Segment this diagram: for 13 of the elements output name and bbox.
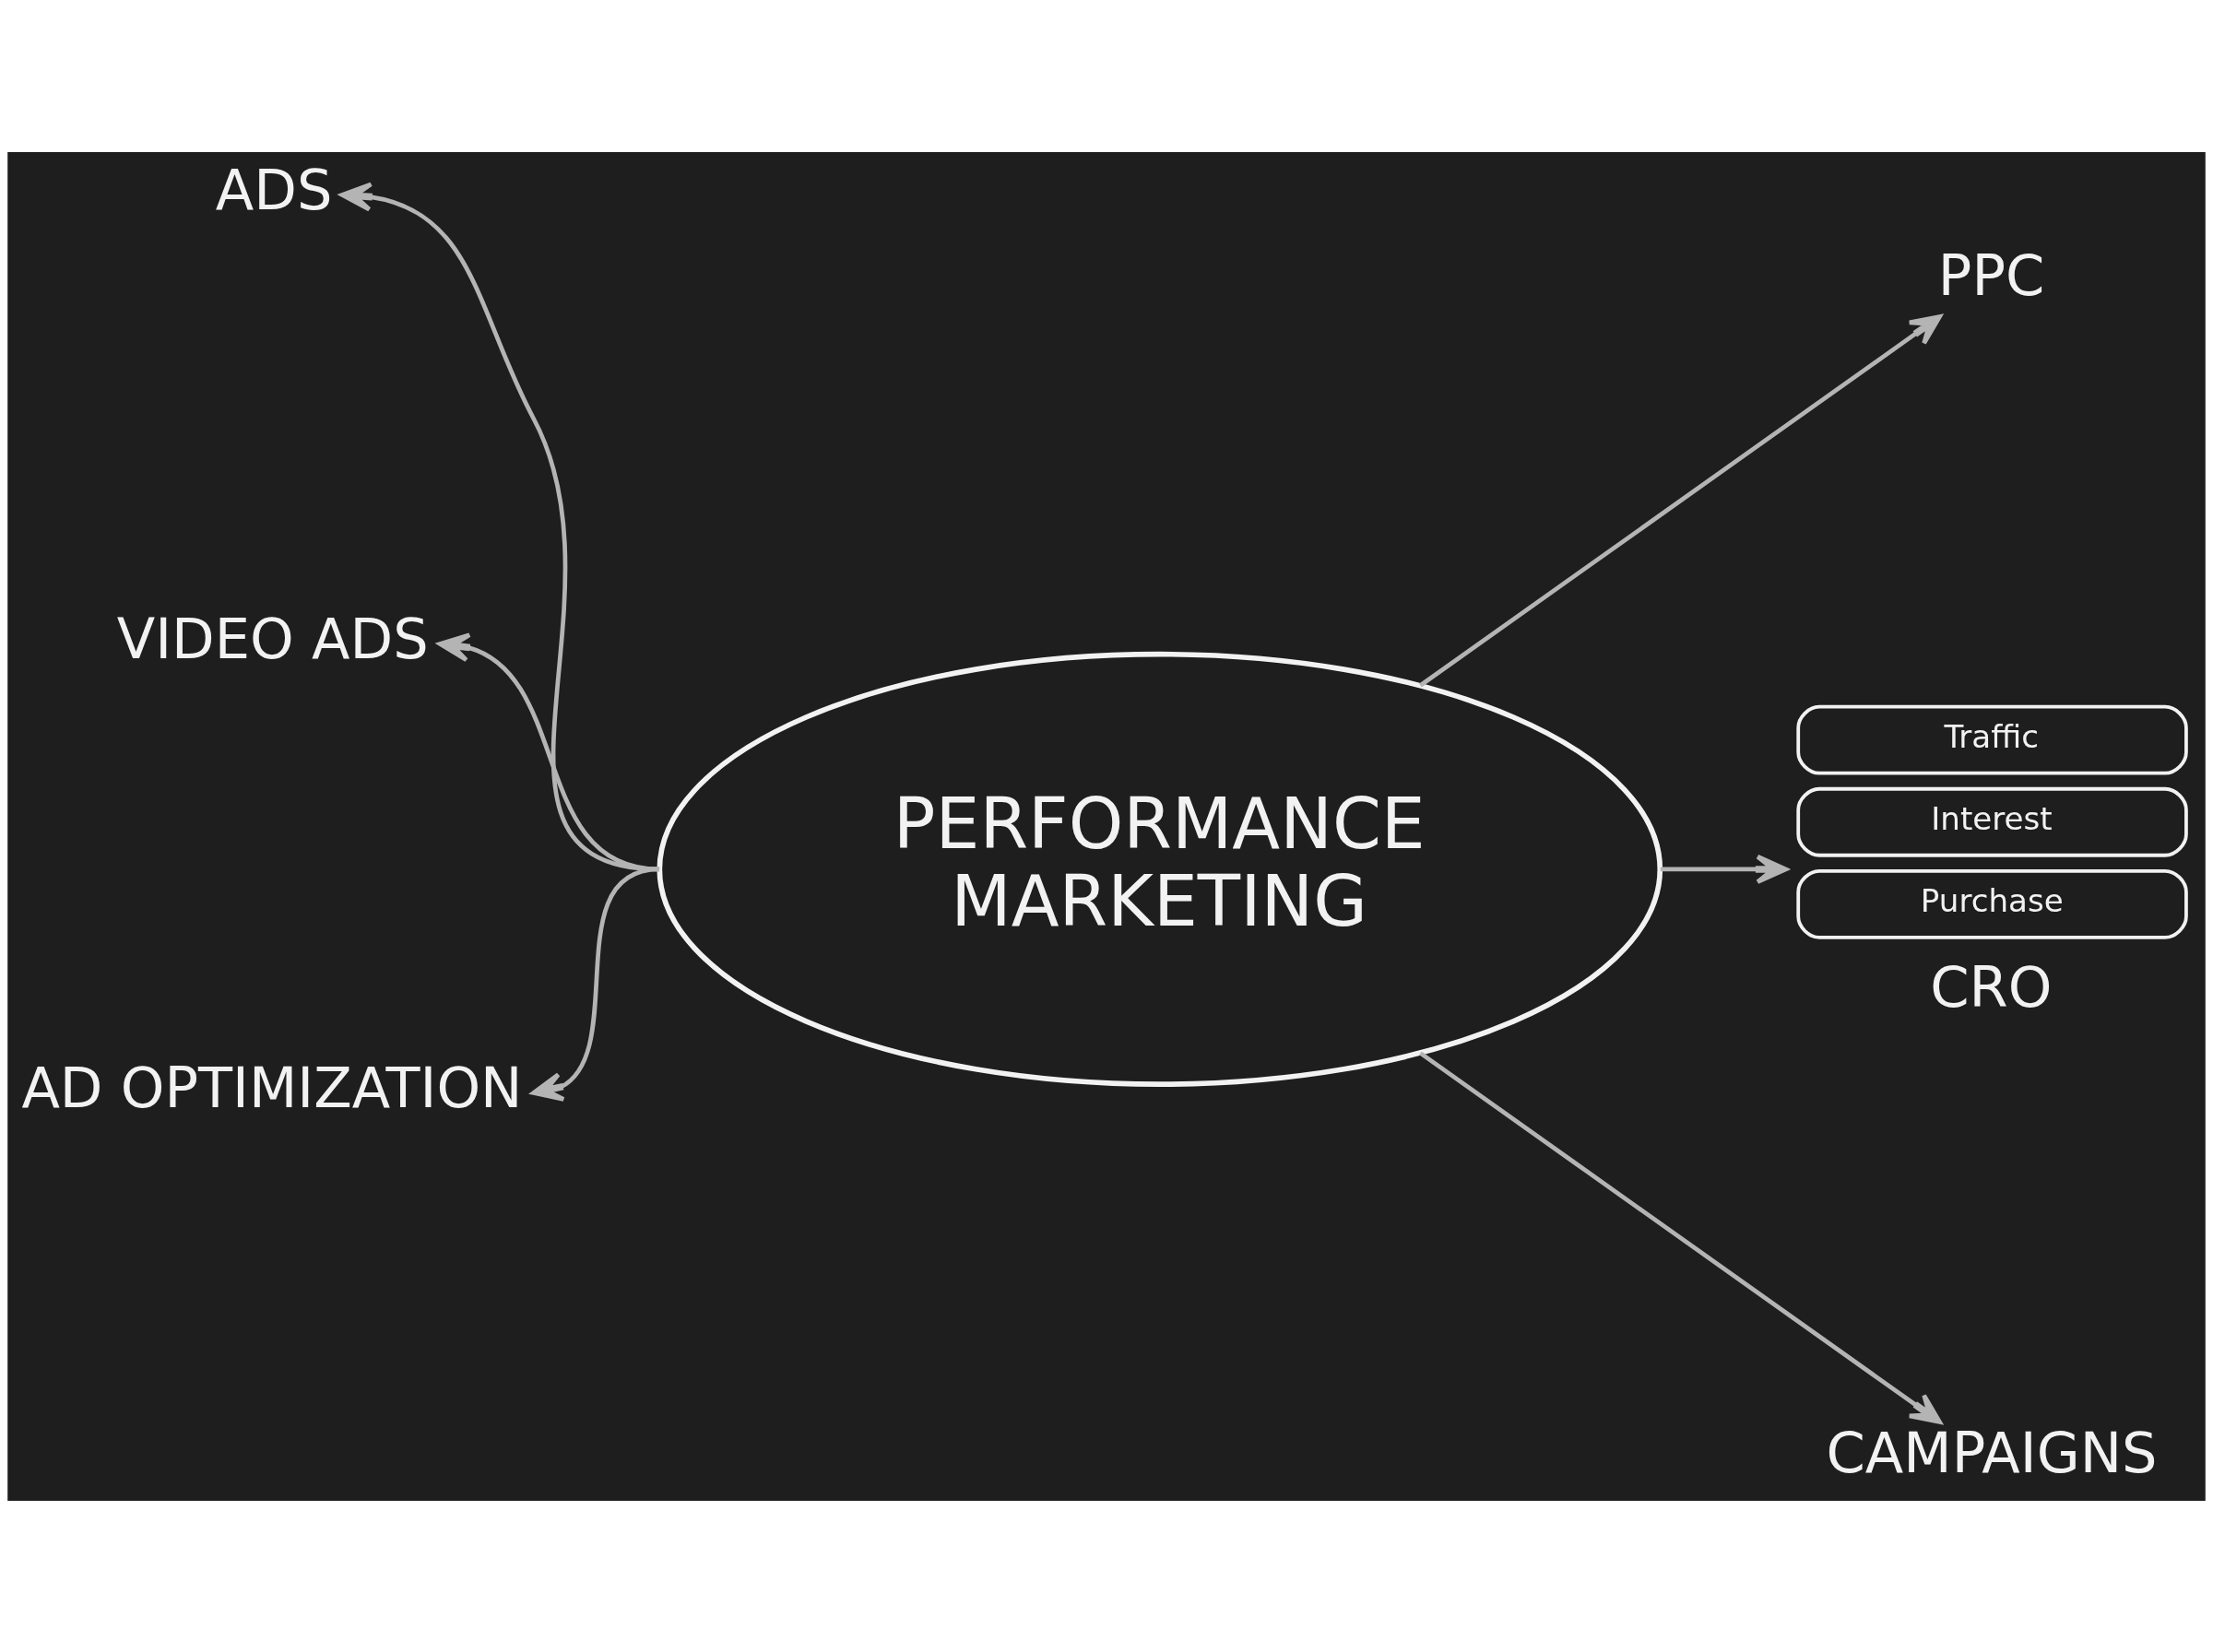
arrow — [1419, 313, 1942, 687]
node-ellipse: PERFORMANCE MARKETING — [657, 651, 1663, 1087]
node-label: CRO — [1930, 954, 2053, 1020]
node-text: ADS — [215, 157, 333, 222]
arrow — [1660, 854, 1788, 884]
arrow — [1419, 1050, 1942, 1424]
node-text: PPC — [1937, 242, 2045, 308]
arrow — [531, 867, 660, 1102]
node-text: AD OPTIMIZATION — [21, 1055, 523, 1120]
arrow — [339, 182, 660, 871]
node-text: VIDEO ADS — [116, 606, 429, 671]
node-text: CAMPAIGNS — [1826, 1420, 2158, 1485]
arrow — [437, 631, 660, 871]
